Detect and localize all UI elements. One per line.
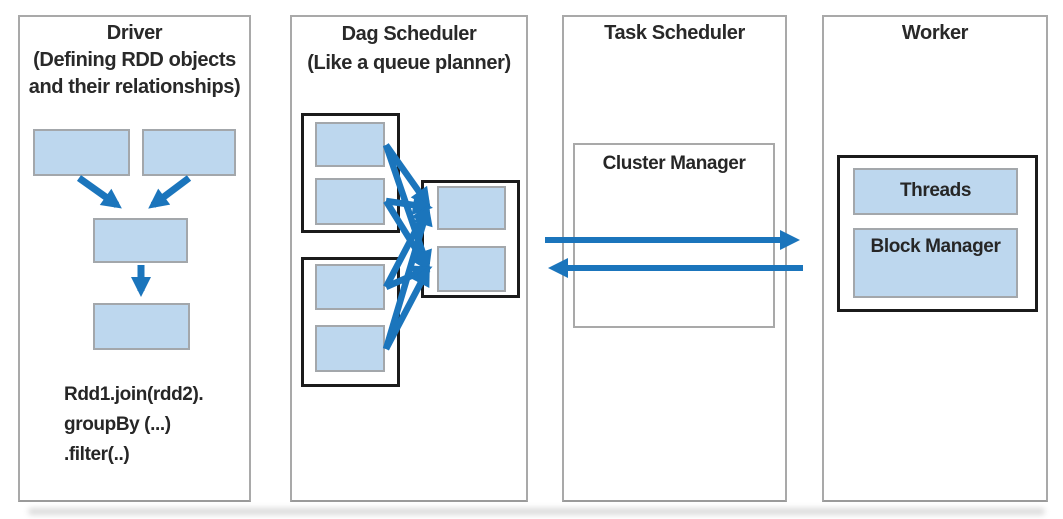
task-box-2 xyxy=(315,178,385,225)
code-line-2: groupBy (...) xyxy=(64,414,171,435)
drop-shadow xyxy=(28,508,1045,515)
driver-title-line-3: and their relationships) xyxy=(28,76,241,98)
code-line-3: .filter(..) xyxy=(64,444,130,465)
dag-scheduler-title: Dag Scheduler (Like a queue planner) xyxy=(290,20,528,78)
block-manager-box: Block Manager xyxy=(853,228,1018,298)
task-box-3 xyxy=(315,264,385,310)
task-box-4 xyxy=(315,325,385,372)
result-box-2 xyxy=(437,246,506,292)
driver-title-line-2: (Defining RDD objects xyxy=(33,49,236,71)
worker-title: Worker xyxy=(901,22,969,44)
task-box-1 xyxy=(315,122,385,167)
dag-title-line-1: Dag Scheduler xyxy=(341,23,477,45)
rdd-box-joined xyxy=(93,218,188,263)
result-box-1 xyxy=(437,186,506,230)
driver-title-line-1: Driver xyxy=(106,22,163,44)
rdd-box-result xyxy=(93,303,190,350)
cluster-manager-box: Cluster Manager xyxy=(573,143,775,328)
threads-label: Threads xyxy=(899,179,972,201)
driver-title: Driver (Defining RDD objects and their r… xyxy=(18,20,251,101)
task-scheduler-title: Task Scheduler xyxy=(604,22,745,44)
driver-code-snippet: Rdd1.join(rdd2). groupBy (...) .filter(.… xyxy=(64,380,204,470)
block-manager-label: Block Manager xyxy=(870,236,1001,257)
threads-box: Threads xyxy=(853,168,1018,215)
cluster-manager-label: Cluster Manager xyxy=(602,153,746,174)
code-line-1: Rdd1.join(rdd2). xyxy=(64,384,204,405)
rdd-box-right xyxy=(142,129,236,176)
rdd-box-left xyxy=(33,129,130,176)
dag-title-line-2: (Like a queue planner) xyxy=(307,52,511,74)
